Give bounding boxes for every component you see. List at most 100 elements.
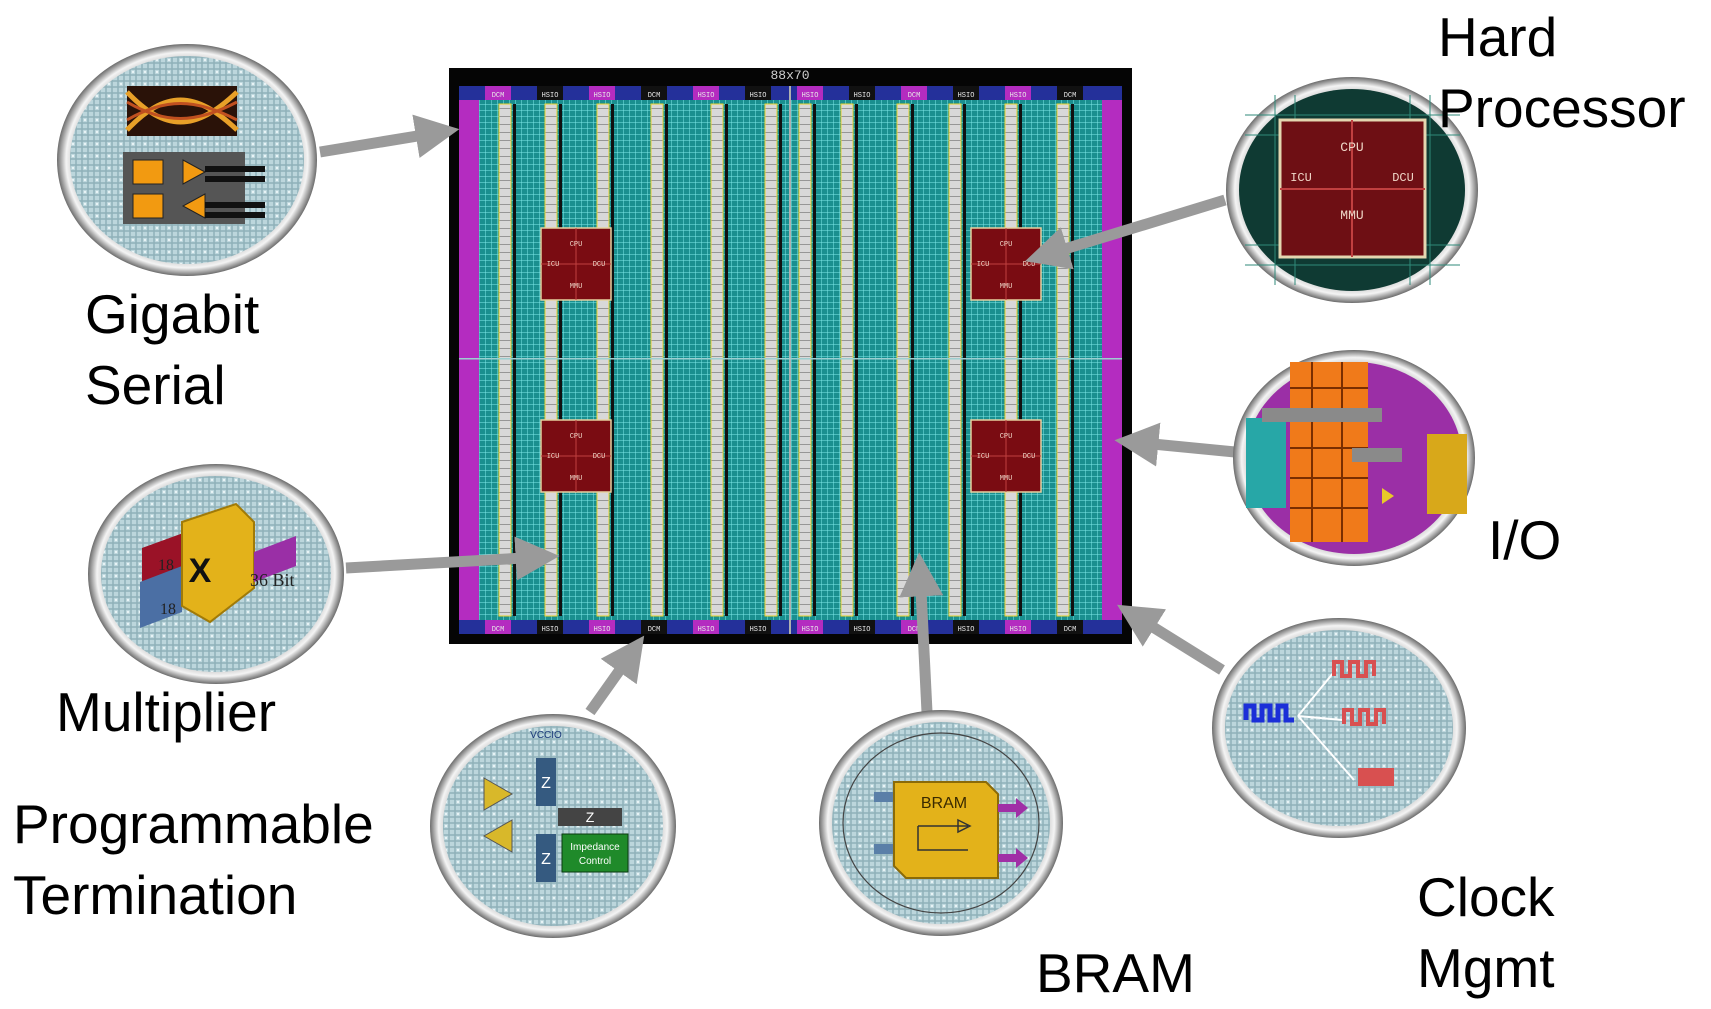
- bram-column: [765, 104, 777, 616]
- column-divider: [513, 104, 516, 616]
- svg-text:CPU: CPU: [1340, 140, 1363, 155]
- io-tile-label: HSIO: [854, 92, 871, 100]
- center-divider: [789, 86, 791, 634]
- svg-text:Control: Control: [579, 856, 611, 867]
- arrow-clock-mgmt: [1132, 614, 1222, 670]
- io-tile-label: DCM: [492, 92, 505, 100]
- column-divider: [963, 104, 966, 616]
- io-ring-right: [1102, 86, 1122, 634]
- io-tile-label: DCM: [1064, 92, 1077, 100]
- io-tile-label: HSIO: [802, 626, 819, 634]
- processor-label: DCU: [593, 453, 606, 461]
- label-io: I/O: [1488, 505, 1561, 576]
- io-tile-label: DCM: [908, 626, 921, 634]
- bram-inset: BRAM: [818, 708, 1064, 938]
- bram-column: [711, 104, 723, 616]
- io-tile-label: HSIO: [958, 92, 975, 100]
- processor-label: ICU: [547, 261, 560, 269]
- svg-text:DCU: DCU: [1392, 171, 1414, 185]
- io-tile-label: DCM: [648, 92, 661, 100]
- io-tile-label: DCM: [492, 626, 505, 634]
- label-multiplier: Multiplier: [56, 677, 276, 748]
- io-tile-label: HSIO: [542, 626, 559, 634]
- io-tile-label: HSIO: [1010, 92, 1027, 100]
- multiplier-inset: X 18 18 36 Bit: [86, 462, 346, 687]
- label-bram: BRAM: [1036, 938, 1195, 1009]
- processor-label: CPU: [1000, 241, 1013, 249]
- fpga-floorplan: 88x70 DCM DCM HSIO HSIO HSIO HSIO DCM DCM HSIO HS…: [449, 68, 1132, 644]
- bram-column: [799, 104, 811, 616]
- io-tile-label: DCM: [908, 92, 921, 100]
- io-tile-label: HSIO: [698, 626, 715, 634]
- column-divider: [665, 104, 668, 616]
- io-tile-label: HSIO: [542, 92, 559, 100]
- column-divider: [813, 104, 816, 616]
- svg-text:ICU: ICU: [1290, 171, 1312, 185]
- bram-column: [1005, 104, 1017, 616]
- bram-column: [1057, 104, 1069, 616]
- io-tile-label: DCM: [1064, 626, 1077, 634]
- column-divider: [725, 104, 728, 616]
- clock-mgmt-inset: [1210, 616, 1468, 840]
- programmable-termination-inset: VCCIO Z Z Z Impedance Control: [428, 712, 678, 940]
- column-divider: [779, 104, 782, 616]
- processor-label: CPU: [570, 433, 583, 441]
- svg-text:VCCIO: VCCIO: [530, 730, 562, 741]
- bram-column: [651, 104, 663, 616]
- io-tile-label: HSIO: [750, 92, 767, 100]
- label-clock-mgmt: Clock Mgmt: [1417, 862, 1555, 1004]
- io-tile-label: HSIO: [854, 626, 871, 634]
- center-hline: [459, 358, 1122, 360]
- clock-in-waveform: [1246, 706, 1294, 720]
- io-tile-label: HSIO: [750, 626, 767, 634]
- io-tile-label: HSIO: [594, 92, 611, 100]
- processor-label: DCU: [1023, 261, 1036, 269]
- svg-text:MMU: MMU: [1340, 208, 1363, 223]
- arrow-io: [1132, 442, 1235, 452]
- chip-size-label: 88x70: [770, 68, 809, 83]
- svg-text:BRAM: BRAM: [921, 795, 967, 812]
- column-divider: [611, 104, 614, 616]
- svg-text:36 Bit: 36 Bit: [250, 570, 295, 590]
- svg-text:Z: Z: [541, 851, 551, 868]
- io-tile-label: HSIO: [1010, 626, 1027, 634]
- column-divider: [1071, 104, 1074, 616]
- io-tile-label: HSIO: [594, 626, 611, 634]
- bram-column: [949, 104, 961, 616]
- bram-column: [499, 104, 511, 616]
- processor-label: CPU: [570, 241, 583, 249]
- svg-text:X: X: [189, 552, 212, 590]
- bram-column: [897, 104, 909, 616]
- processor-label: MMU: [1000, 283, 1013, 291]
- bram-column: [841, 104, 853, 616]
- column-divider: [559, 104, 562, 616]
- svg-text:18: 18: [158, 557, 174, 574]
- io-tile-label: HSIO: [698, 92, 715, 100]
- processor-label: CPU: [1000, 433, 1013, 441]
- processor-label: MMU: [570, 475, 583, 483]
- bram-column: [597, 104, 609, 616]
- processor-label: ICU: [977, 453, 990, 461]
- io-tile-label: HSIO: [958, 626, 975, 634]
- io-tile-label: HSIO: [802, 92, 819, 100]
- processor-label: MMU: [1000, 475, 1013, 483]
- label-programmable-termination: Programmable Termination: [13, 789, 374, 931]
- processor-label: ICU: [547, 453, 560, 461]
- bram-column: [545, 104, 557, 616]
- svg-text:Impedance: Impedance: [570, 842, 620, 853]
- io-inset: [1232, 348, 1477, 568]
- column-divider: [855, 104, 858, 616]
- processor-label: DCU: [593, 261, 606, 269]
- svg-text:18: 18: [160, 601, 176, 618]
- arrow-gigabit-serial: [320, 132, 442, 152]
- arrow-programmable-termination: [590, 650, 634, 712]
- svg-text:Z: Z: [586, 809, 595, 825]
- column-divider: [911, 104, 914, 616]
- processor-label: MMU: [570, 283, 583, 291]
- processor-label: ICU: [977, 261, 990, 269]
- label-gigabit-serial: Gigabit Serial: [85, 279, 259, 421]
- column-divider: [1019, 104, 1022, 616]
- gigabit-serial-inset: [55, 42, 319, 278]
- io-ring-left: [459, 86, 479, 634]
- processor-label: DCU: [1023, 453, 1036, 461]
